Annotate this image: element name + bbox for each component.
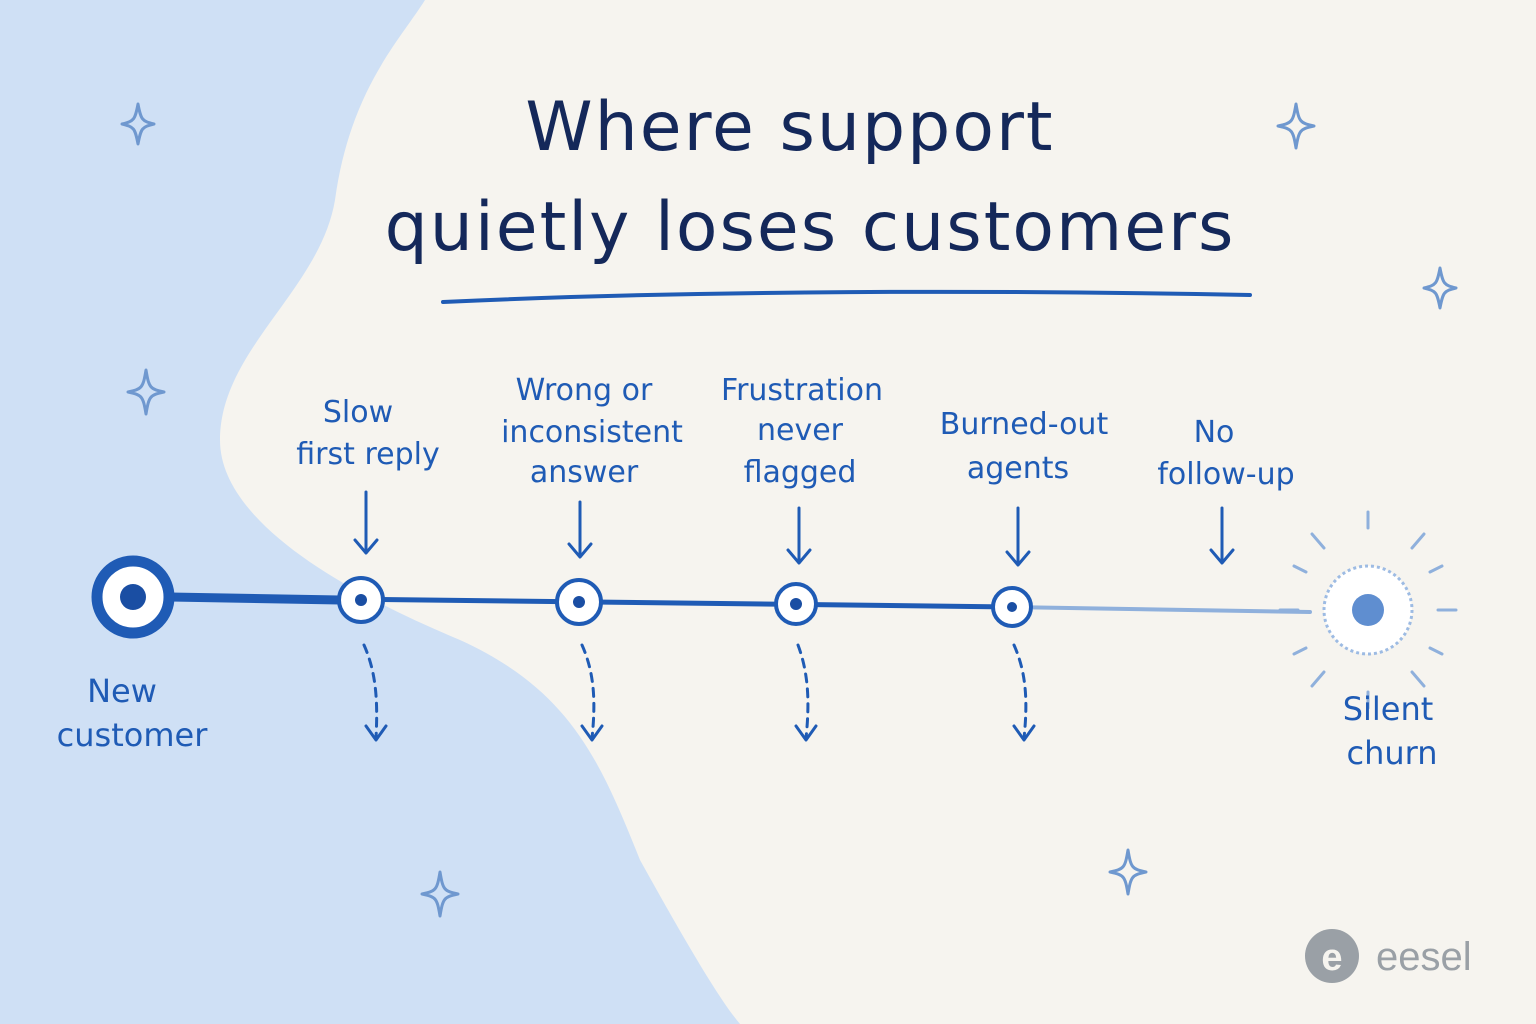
arrow-down-icon [1005,506,1031,567]
arrow-down-icon [353,490,379,555]
stage-label-line: first reply [296,437,439,472]
stage-label-line: Frustration [721,373,883,408]
end-label-line-2: churn [1346,734,1437,772]
dashed-arrow-icon [580,643,604,742]
start-node [91,555,175,639]
stage-label-line: agents [967,451,1069,486]
dashed-arrow-icon [1012,643,1036,742]
logo-mark-icon [1305,929,1359,983]
title-underline [441,289,1252,304]
sparkle-icon [420,870,460,918]
stage-label-line: follow-up [1157,457,1294,492]
title-line-1: Where support [525,88,1054,167]
stage-label-line: answer [530,455,639,490]
stage-node [774,582,818,626]
logo-name: eesel [1376,935,1472,979]
eesel-logo: e eesel [1305,929,1472,983]
dashed-arrow-icon [794,643,818,742]
arrow-down-icon [786,506,812,565]
stage-label-line: Wrong or [516,373,653,408]
stage-label-line: flagged [744,455,857,490]
end-label-line-1: Silent [1343,690,1434,728]
stage-node [555,578,603,626]
stage-label-line: No [1194,415,1235,450]
background-blob [0,0,740,1024]
sparkle-icon [1276,102,1316,150]
sparkle-icon [1422,266,1458,310]
dashed-arrow-icon [362,643,388,742]
sun-icon [1278,510,1458,710]
arrow-down-icon [1209,506,1235,565]
arrow-down-icon [567,500,593,559]
logo-mark: e [1321,937,1342,979]
sparkle-icon [1108,848,1148,896]
timeline-line-faded [1010,605,1312,614]
title-line-2: quietly loses customers [385,188,1236,267]
sparkle-icon [126,368,166,416]
start-label-line-2: customer [57,716,209,754]
stage-label-line: never [757,413,844,448]
sparkle-icon [120,102,156,146]
stage-label-line: Slow [323,395,393,430]
stage-node [991,586,1033,628]
timeline-line-thick [165,592,345,605]
stage-label-line: inconsistent [501,415,683,450]
stage-node [337,576,385,624]
stage-label-line: Burned-out [940,407,1109,442]
start-label-line-1: New [87,672,157,710]
